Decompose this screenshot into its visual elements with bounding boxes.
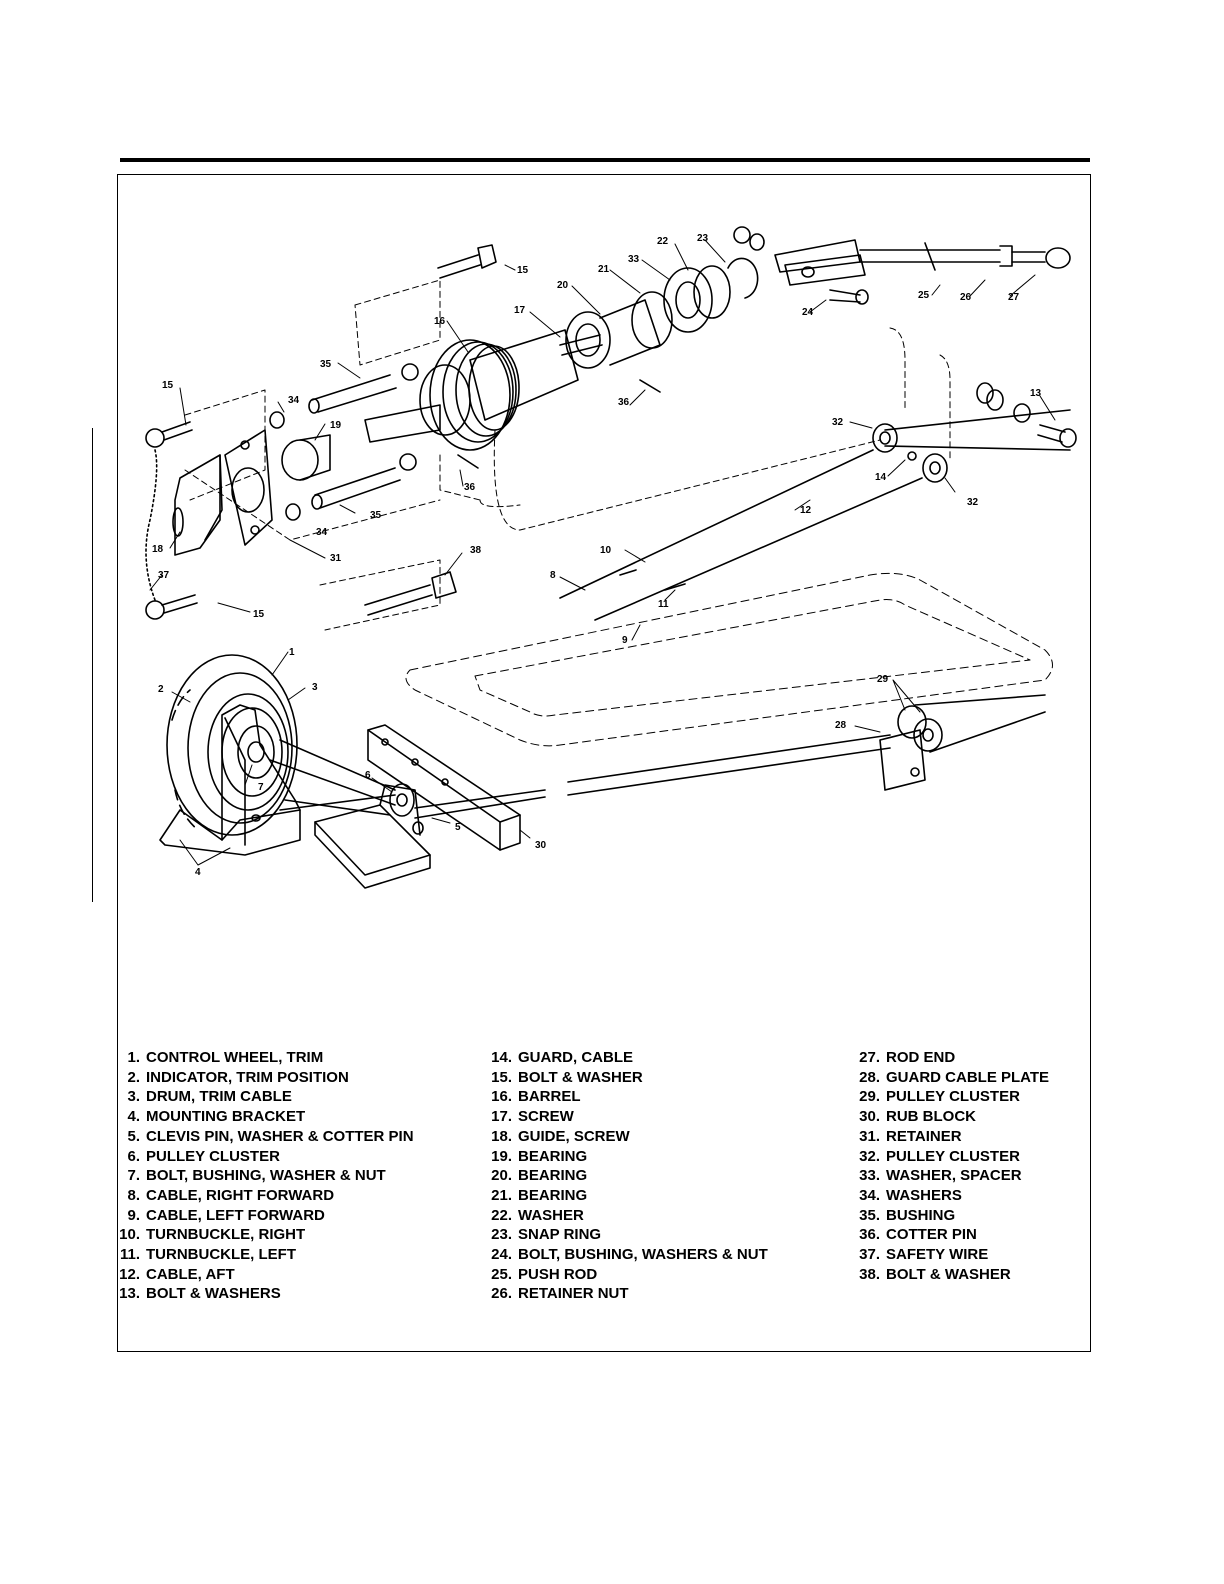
legend-item: 27.ROD END — [859, 1049, 956, 1066]
callout: 19 — [330, 420, 342, 431]
callout: 21 — [598, 264, 610, 275]
callout: 36 — [618, 397, 630, 408]
callout: 18 — [152, 544, 164, 555]
callout: 8 — [550, 570, 556, 581]
callout: 12 — [800, 505, 812, 516]
legend-item: 4.MOUNTING BRACKET — [127, 1108, 306, 1126]
callout: 15 — [253, 609, 265, 620]
legend-item: 28.GUARD CABLE PLATE — [859, 1068, 1050, 1086]
callout: 5 — [455, 822, 461, 833]
legend-item: 36.COTTER PIN — [859, 1226, 977, 1244]
callout: 35 — [320, 359, 332, 370]
callout-labels: 1 2 3 4 5 6 7 8 9 10 11 12 13 14 15 15 1… — [152, 233, 1042, 878]
callout: 13 — [1030, 388, 1042, 399]
legend-item: 18.GUIDE, SCREW — [491, 1127, 630, 1145]
callout: 2 — [158, 684, 164, 695]
callout: 31 — [330, 553, 342, 564]
callout: 20 — [557, 280, 569, 291]
callout: 24 — [802, 307, 814, 318]
legend-item: 35.BUSHING — [859, 1206, 956, 1224]
legend-item: 25.PUSH ROD — [491, 1265, 598, 1283]
callout: 9 — [622, 635, 628, 646]
callout: 11 — [658, 599, 669, 610]
callout: 17 — [514, 305, 526, 316]
trim-control-wheel — [159, 654, 301, 856]
legend-item: 9.CABLE, LEFT FORWARD — [127, 1206, 325, 1224]
callout: 34 — [288, 395, 300, 406]
callout: 16 — [434, 316, 446, 327]
legend-item: 24.BOLT, BUSHING, WASHERS & NUT — [491, 1246, 768, 1264]
header-rule — [120, 158, 1090, 162]
guard-plate-pulleys — [879, 694, 1046, 791]
legend-item: 3.DRUM, TRIM CABLE — [127, 1088, 292, 1106]
legend-item: 10.TURNBUCKLE, RIGHT — [119, 1226, 306, 1244]
legend-item: 8.CABLE, RIGHT FORWARD — [127, 1186, 335, 1204]
legend-item: 5.CLEVIS PIN, WASHER & COTTER PIN — [127, 1127, 414, 1145]
callout: 28 — [835, 720, 847, 731]
legend-item: 1.CONTROL WHEEL, TRIM — [127, 1049, 324, 1066]
bolt-15-top — [437, 244, 497, 279]
legend-item: 17.SCREW — [491, 1108, 574, 1126]
legend-item: 2.INDICATOR, TRIM POSITION — [127, 1068, 349, 1086]
callout: 27 — [1008, 292, 1020, 303]
parts-legend-column-3: 27.ROD END 28.GUARD CABLE PLATE 29.PULLE… — [852, 1048, 1049, 1284]
callout: 23 — [697, 233, 709, 244]
legend-item: 11.TURNBUCKLE, LEFT — [119, 1246, 296, 1264]
parts-legend-column-1: 1.CONTROL WHEEL, TRIM 2.INDICATOR, TRIM … — [112, 1048, 414, 1304]
callout: 4 — [195, 867, 201, 878]
callout: 38 — [470, 545, 482, 556]
legend-item: 32.PULLEY CLUSTER — [859, 1147, 1020, 1165]
legend-item: 33.WASHER, SPACER — [859, 1167, 1022, 1185]
legend-item: 22.WASHER — [491, 1206, 584, 1224]
legend-item: 38.BOLT & WASHER — [859, 1265, 1011, 1283]
forward-pulley-cluster — [314, 783, 431, 889]
legend-item: 34.WASHERS — [859, 1186, 962, 1204]
legend-item: 20.BEARING — [491, 1167, 588, 1185]
callout: 36 — [464, 482, 476, 493]
legend-item: 26.RETAINER NUT — [491, 1285, 629, 1303]
legend-item: 14.GUARD, CABLE — [491, 1049, 633, 1066]
guide-screw-bracket — [145, 363, 1077, 620]
legend-item: 23.SNAP RING — [491, 1226, 602, 1244]
callout: 15 — [162, 380, 174, 391]
legend-item: 13.BOLT & WASHERS — [119, 1285, 281, 1303]
margin-rule — [92, 428, 93, 902]
parts-legend-column-2: 14.GUARD, CABLE 15.BOLT & WASHER 16.BARR… — [484, 1048, 768, 1304]
callout: 37 — [158, 570, 170, 581]
legend-item: 29.PULLEY CLUSTER — [859, 1088, 1020, 1106]
legend-item: 21.BEARING — [491, 1186, 588, 1204]
callout: 26 — [960, 292, 972, 303]
legend-item: 19.BEARING — [491, 1147, 588, 1165]
legend-item: 16.BARREL — [491, 1088, 581, 1106]
callout: 10 — [600, 545, 612, 556]
legend-item: 31.RETAINER — [859, 1127, 962, 1145]
callout: 1 — [289, 647, 295, 658]
legend-item: 30.RUB BLOCK — [859, 1108, 976, 1126]
callout: 3 — [312, 682, 318, 693]
callout: 35 — [370, 510, 382, 521]
callout: 33 — [628, 254, 640, 265]
callout: 32 — [967, 497, 979, 508]
drum-cables — [269, 734, 891, 819]
callout: 30 — [535, 840, 547, 851]
legend-item: 37.SAFETY WIRE — [859, 1246, 989, 1264]
callout: 32 — [832, 417, 844, 428]
legend-item: 6.PULLEY CLUSTER — [127, 1147, 280, 1165]
callout: 29 — [877, 674, 889, 685]
legend-item: 15.BOLT & WASHER — [491, 1068, 643, 1086]
callout: 6 — [365, 770, 371, 781]
callout: 7 — [258, 782, 264, 793]
figure-frame — [117, 174, 1091, 1352]
legend-item: 12.CABLE, AFT — [119, 1265, 235, 1283]
aft-pulleys — [559, 409, 1071, 621]
barrel-assembly — [364, 226, 1071, 451]
legend-item: 7.BOLT, BUSHING, WASHER & NUT — [127, 1167, 386, 1185]
callout: 22 — [657, 236, 669, 247]
callout: 34 — [316, 527, 328, 538]
callout: 14 — [875, 472, 887, 483]
rub-block — [367, 724, 521, 851]
callout: 25 — [918, 290, 930, 301]
callout: 15 — [517, 265, 529, 276]
